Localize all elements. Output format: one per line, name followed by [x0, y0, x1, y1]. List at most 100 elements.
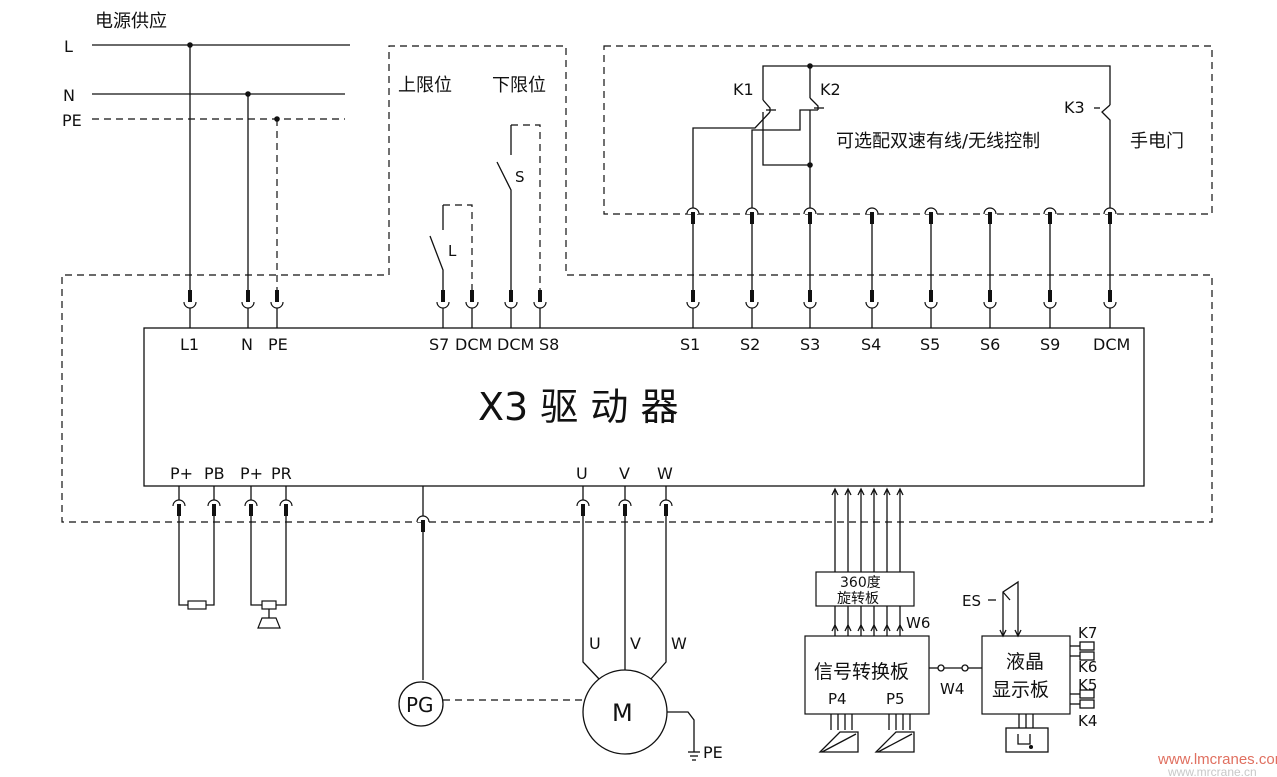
power-line-pe: PE [62, 111, 82, 130]
terminal-pb: PB [204, 464, 225, 483]
drive-top-plugs [183, 290, 1117, 309]
p4-connector [818, 714, 859, 753]
motor-phase-u: U [589, 634, 601, 653]
terminal-p-plus-2: P+ [240, 464, 263, 483]
drive-box [143, 327, 1145, 487]
signal-board [804, 635, 930, 715]
pr-wire-a [250, 516, 262, 606]
lcd-line2: 显示板 [992, 679, 1049, 701]
motor-pe-label: PE [703, 743, 723, 762]
switch-s-label: S [515, 168, 525, 186]
lcd-connector [1005, 714, 1049, 753]
p5-connector [874, 714, 915, 753]
key-k6: K6 [1078, 658, 1097, 676]
rotary-board [815, 571, 915, 607]
motor-phase-w: W [671, 634, 687, 653]
k2-contact-a [809, 97, 819, 110]
drive-bottom-labels: P+ PB P+ PR U V W [170, 464, 673, 483]
switch-l-blade [429, 235, 444, 290]
pb-wire-b [206, 516, 215, 606]
terminal-v: V [619, 464, 630, 483]
node-k [807, 162, 813, 168]
key-k5: K5 [1078, 676, 1097, 694]
es-label: ES [962, 592, 981, 610]
terminal-p-plus-1: P+ [170, 464, 193, 483]
terminal-s8: S8 [539, 335, 559, 354]
motor-u-wire [582, 516, 601, 681]
key-k4: K4 [1078, 712, 1097, 730]
watermark-1: www.lmcranes.com [1157, 751, 1277, 768]
k1-label: K1 [733, 80, 754, 99]
terminal-s7: S7 [429, 335, 449, 354]
drive-top-stubs [189, 308, 1111, 328]
es-switch [988, 580, 1022, 638]
power-title: 电源供应 [95, 11, 167, 32]
k3-switch [1101, 104, 1111, 210]
w4-label: W4 [940, 680, 964, 698]
terminal-dcm-2: DCM [497, 335, 534, 354]
motor-pe-wire [667, 711, 695, 752]
switch-l-return [443, 204, 473, 290]
pr-wire-b [276, 516, 287, 606]
k3-label: K3 [1064, 98, 1085, 117]
switch-l-label: L [448, 242, 457, 260]
hand-door-label: 手电门 [1130, 131, 1184, 152]
k1-nc-path [762, 112, 810, 166]
terminal-dcm-1: DCM [455, 335, 492, 354]
lcd-line1: 液晶 [1006, 651, 1044, 673]
watermark-2: www.mrcrane.cn [1167, 765, 1257, 777]
pg-label: PG [406, 693, 434, 717]
k2-to-s2 [751, 109, 818, 210]
motor-phase-v: V [630, 634, 641, 653]
terminal-s5: S5 [920, 335, 940, 354]
terminal-dcm-3: DCM [1093, 335, 1130, 354]
p4-label: P4 [828, 690, 847, 708]
enclosure-main [61, 45, 1213, 523]
control-label: 可选配双速有线/无线控制 [836, 131, 1040, 152]
terminal-s1: S1 [680, 335, 700, 354]
motor-w-wire [649, 516, 667, 681]
signal-board-label: 信号转换板 [814, 661, 909, 683]
rotary-line2: 旋转板 [837, 591, 879, 607]
terminal-s3: S3 [800, 335, 820, 354]
bus-arrows-top [831, 487, 904, 572]
drive-top-labels: L1 N PE S7 DCM DCM S8 S1 S2 S3 S4 S5 S6 … [180, 335, 1130, 354]
upper-limit-label: 上限位 [398, 75, 452, 96]
brake-unit-base [257, 617, 281, 629]
lower-limit-label: 下限位 [492, 75, 546, 96]
rotary-line1: 360度 [840, 575, 881, 591]
terminal-n: N [241, 335, 253, 354]
motor-label: M [612, 699, 633, 727]
enclosure-remote [603, 45, 1213, 215]
pg-encoder [398, 681, 444, 727]
brake-unit-top [261, 600, 277, 610]
w6-label: W6 [906, 614, 930, 632]
k2-label: K2 [820, 80, 841, 99]
drive-title: X3 驱 动 器 [478, 385, 678, 429]
common-bus [762, 65, 1111, 105]
remote-plugs [686, 207, 1117, 224]
key-k7: K7 [1078, 624, 1097, 642]
k1-contact-a [762, 99, 771, 112]
terminal-s4: S4 [861, 335, 881, 354]
switch-s-return [511, 124, 541, 290]
terminal-w: W [657, 464, 673, 483]
terminal-u: U [576, 464, 588, 483]
terminal-pe: PE [268, 335, 288, 354]
drive-bottom-stubs [178, 486, 667, 516]
ground-icon [688, 751, 700, 761]
lcd-board [981, 635, 1071, 715]
pb-wire-a [178, 516, 188, 606]
terminal-s6: S6 [980, 335, 1000, 354]
k1-to-s1 [692, 111, 771, 210]
terminal-pr: PR [271, 464, 292, 483]
power-line-n: N [63, 86, 75, 105]
switch-s-blade [496, 161, 512, 290]
p5-label: P5 [886, 690, 905, 708]
drive-bottom-plugs [172, 499, 673, 532]
power-line-l: L [64, 37, 73, 56]
remote-wires [692, 224, 1111, 294]
terminal-s9: S9 [1040, 335, 1060, 354]
terminal-s2: S2 [740, 335, 760, 354]
